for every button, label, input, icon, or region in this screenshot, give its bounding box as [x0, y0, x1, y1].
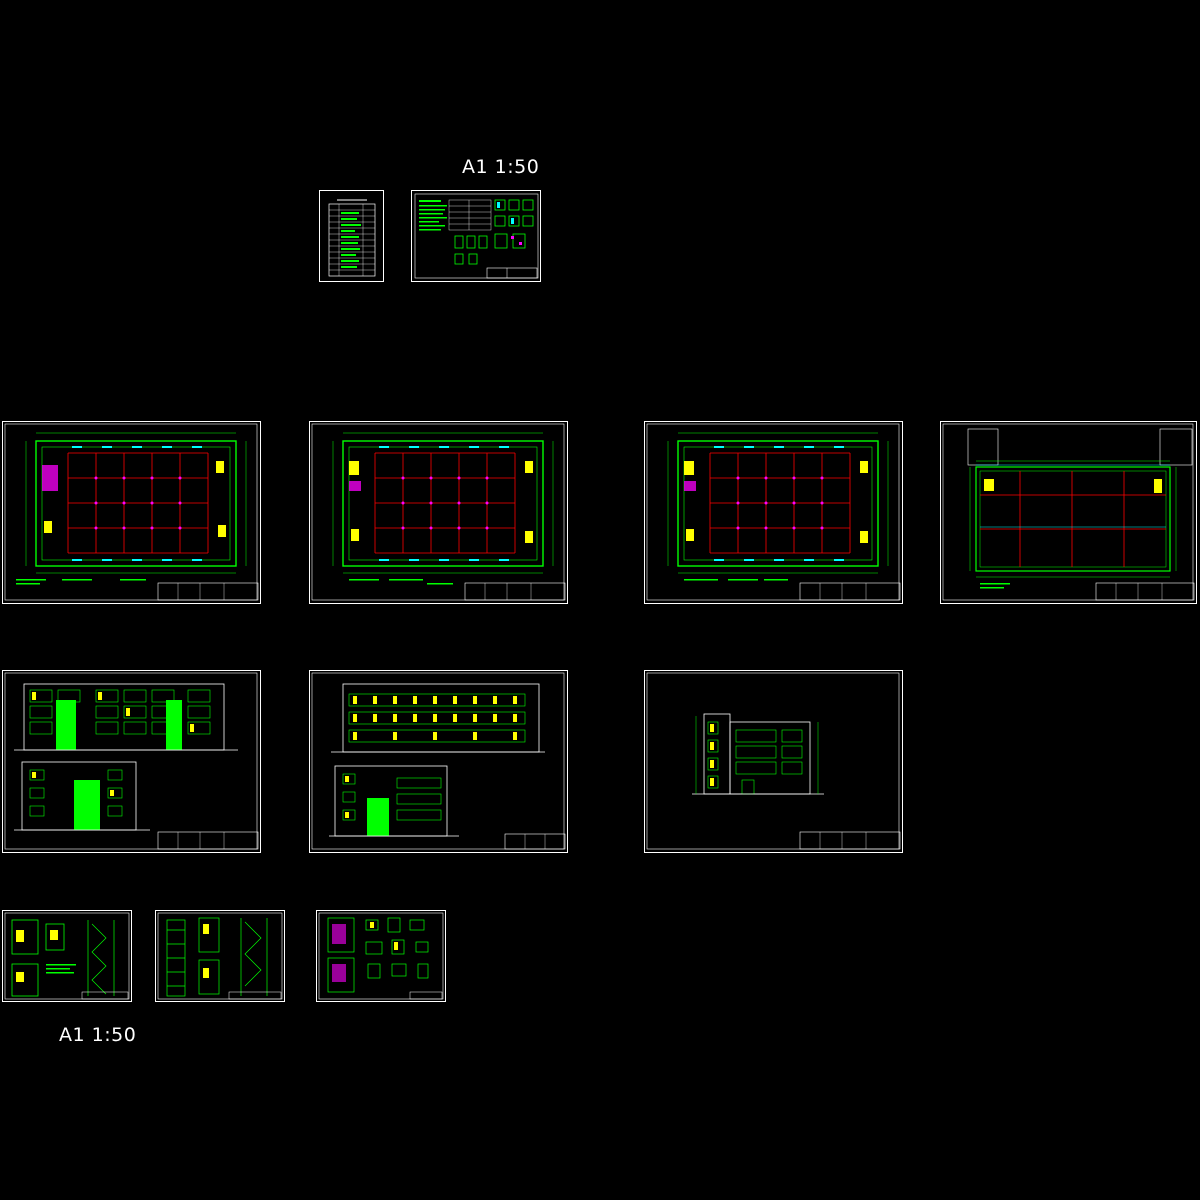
elevation-sheet-2[interactable] — [309, 670, 569, 854]
node-detail-sheet[interactable] — [316, 910, 447, 1003]
drawing-index-sheet[interactable] — [319, 190, 385, 283]
stair-detail-sheet-2[interactable] — [155, 910, 286, 1003]
stair-detail-sheet-1[interactable] — [2, 910, 133, 1003]
top-scale-label: A1 1:50 — [462, 156, 540, 178]
roof-plan-sheet[interactable] — [940, 421, 1200, 605]
floor-plan-2-sheet[interactable] — [309, 421, 569, 605]
floor-plan-1-sheet[interactable] — [2, 421, 262, 605]
elevation-sheet-1[interactable] — [2, 670, 262, 854]
floor-plan-3-sheet[interactable] — [644, 421, 904, 605]
bottom-scale-label: A1 1:50 — [59, 1024, 137, 1046]
section-sheet[interactable] — [644, 670, 904, 854]
general-notes-sheet[interactable] — [411, 190, 542, 283]
